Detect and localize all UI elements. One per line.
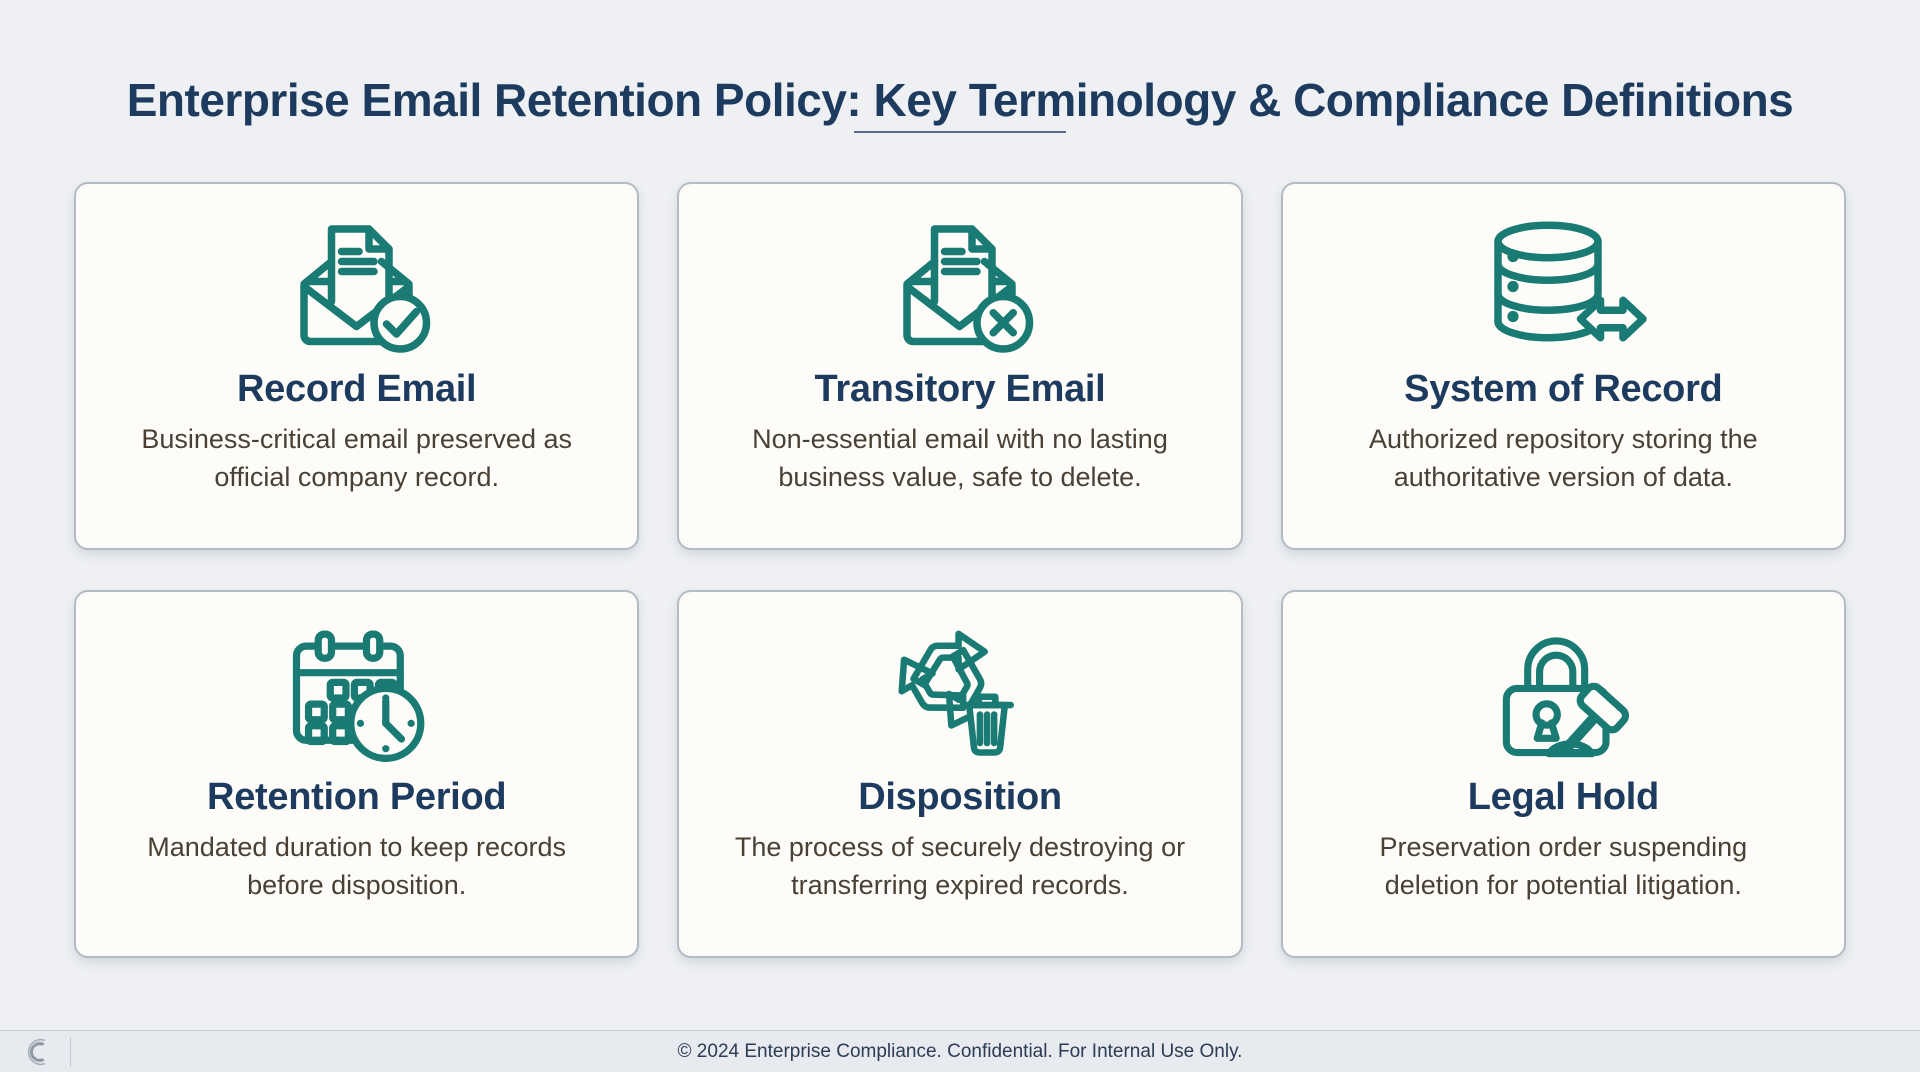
card-title: Legal Hold xyxy=(1467,776,1660,818)
card-title: Transitory Email xyxy=(814,368,1106,410)
page-title: Enterprise Email Retention Policy: Key T… xyxy=(126,73,1794,126)
card-legal-hold: Legal Hold Preservation order suspending… xyxy=(1280,590,1846,958)
footer-bar: © 2024 Enterprise Compliance. Confidenti… xyxy=(0,1030,1920,1072)
card-record-email: Record Email Business-critical email pre… xyxy=(74,182,640,550)
card-system-of-record: System of Record Authorized repository s… xyxy=(1280,182,1846,550)
disposition-icon xyxy=(885,616,1034,768)
card-description: Authorized repository storing the author… xyxy=(1368,424,1758,493)
card-title: Record Email xyxy=(237,368,477,410)
card-description: Mandated duration to keep records before… xyxy=(147,832,567,901)
compliance-logo-icon xyxy=(24,1036,54,1068)
transitory-email-icon xyxy=(882,208,1037,360)
card-title: Retention Period xyxy=(207,776,507,818)
legal-hold-icon xyxy=(1485,616,1642,768)
retention-period-icon xyxy=(282,616,432,768)
system-of-record-icon xyxy=(1478,208,1648,360)
card-description: Non-essential email with no lasting busi… xyxy=(752,424,1168,493)
card-description: The process of securely destroying or tr… xyxy=(734,832,1186,901)
card-title: Disposition xyxy=(858,776,1062,818)
card-disposition: Disposition The process of securely dest… xyxy=(677,590,1243,958)
title-underline xyxy=(854,131,1066,133)
record-email-icon xyxy=(279,208,434,360)
card-description: Preservation order suspending deletion f… xyxy=(1379,832,1748,901)
definitions-grid: Record Email Business-critical email pre… xyxy=(74,182,1846,958)
card-transitory-email: Transitory Email Non-essential email wit… xyxy=(677,182,1243,550)
footer-divider xyxy=(70,1036,71,1067)
card-title: System of Record xyxy=(1404,368,1723,410)
card-description: Business-critical email preserved as off… xyxy=(141,424,572,493)
footer-copyright: © 2024 Enterprise Compliance. Confidenti… xyxy=(677,1040,1243,1062)
card-retention-period: Retention Period Mandated duration to ke… xyxy=(74,590,640,958)
